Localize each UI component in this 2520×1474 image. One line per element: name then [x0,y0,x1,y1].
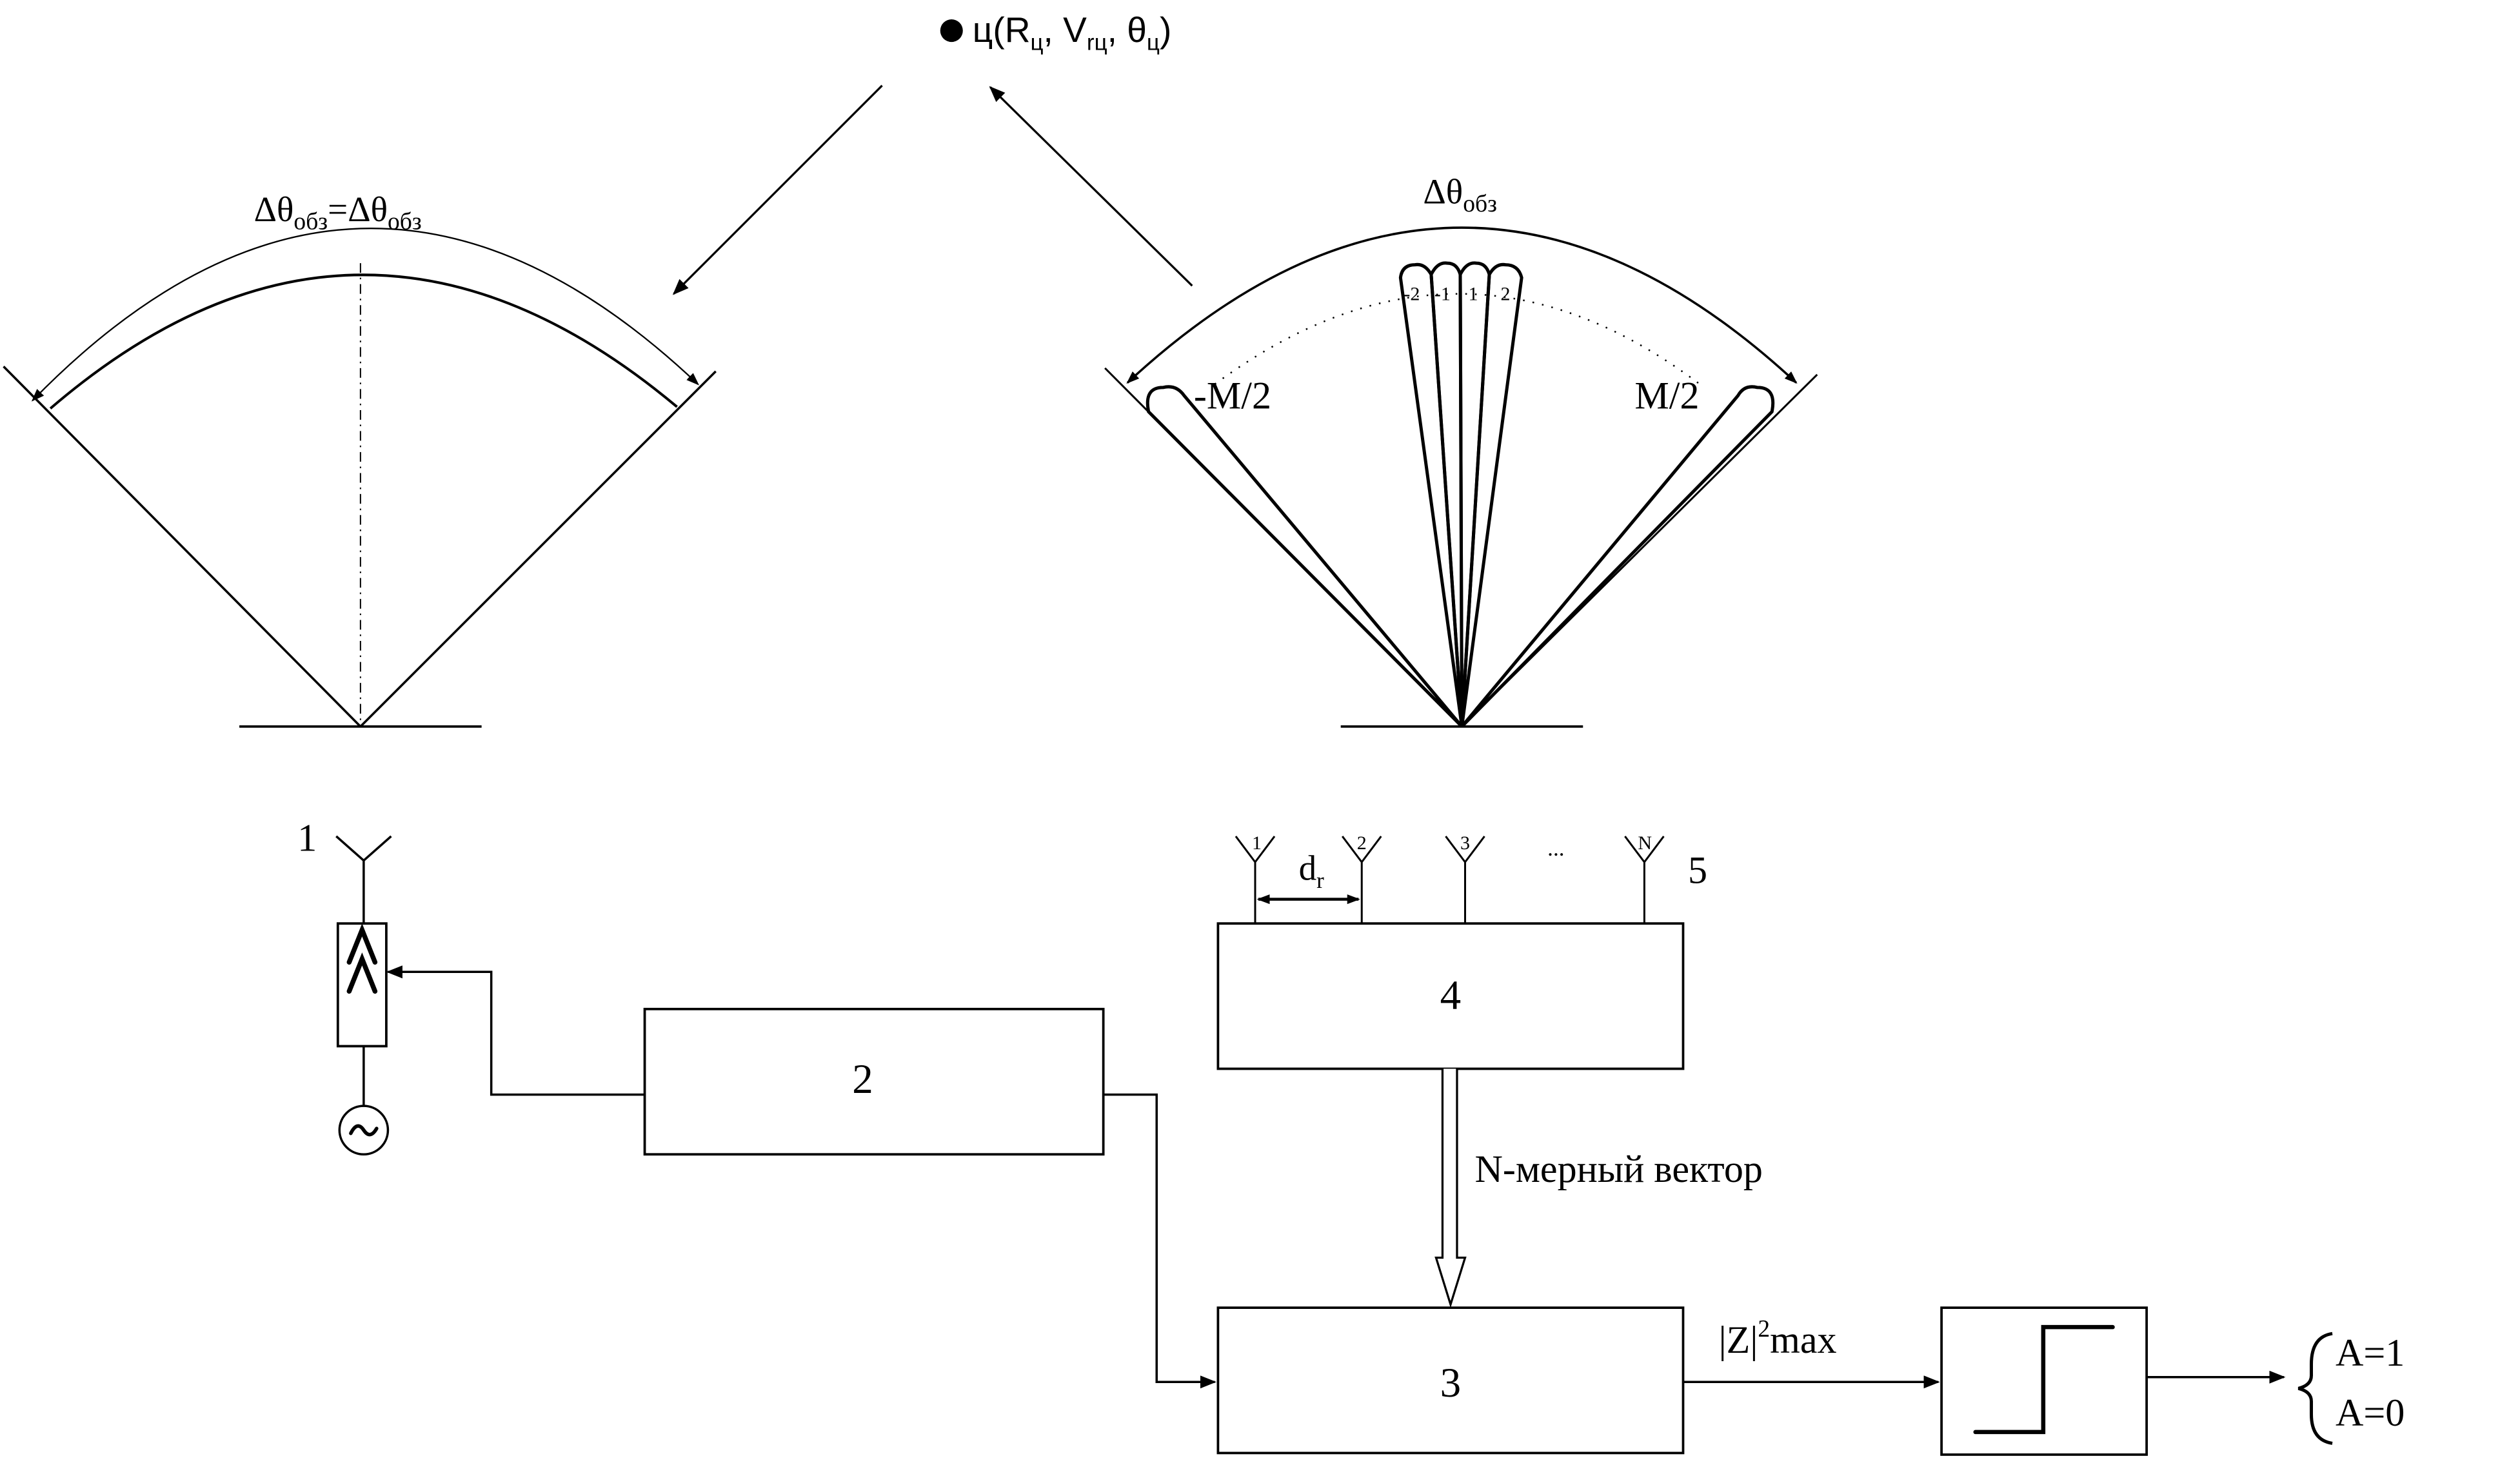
arrow-to-left-sector [672,84,883,295]
array-antenna-icon-2 [1341,836,1382,924]
target-v: V [1063,10,1087,50]
block-2: 2 [643,1008,1105,1156]
step-function-icon [1973,1324,2115,1435]
antenna-array: 1 2 3 N ... 5 dr [1235,832,1707,924]
beam-2 [1460,262,1523,727]
arrow-to-target [989,86,1193,287]
left-edge-left [3,366,362,727]
array-element-1: 1 [1252,832,1262,854]
beam-minus-1 [1429,261,1463,727]
block-3-box [1216,1306,1685,1455]
left-sector: Δθобз=Δθобз [3,190,717,728]
array-label: 5 [1688,849,1707,892]
target-theta: θ [1127,10,1147,50]
tx-antenna: 1 [297,816,392,1155]
block-4-label: 4 [1440,972,1462,1019]
array-element-2: 2 [1357,832,1367,854]
left-sector-label: Δθобз=Δθобз [254,190,422,235]
left-label-sub1: обз [293,209,328,235]
block-2-label: 2 [852,1056,873,1103]
right-span-arc [1126,226,1798,384]
sine-wave-icon [349,1124,379,1137]
target-suffix: ) [1160,10,1171,50]
wire-2-to-3 [1103,1093,1216,1389]
left-sector-arc [49,273,678,409]
target-label: ц(Rц, Vrц, θц) [973,10,1172,55]
array-antenna-icon-3 [1445,836,1485,924]
left-label-eq: = [328,190,348,229]
right-sector-label: Δθобз [1423,172,1497,217]
target-sep1: , [1044,10,1064,50]
target-point: ц(Rц, Vrц, θц) [940,10,1172,55]
spacing-label: dr [1299,849,1325,894]
z-max: max [1770,1318,1836,1361]
vector-arrow [1434,1068,1467,1308]
vector-label: N-мерный вектор [1475,1147,1763,1190]
left-label-main1: Δθ [254,190,294,229]
beam-plus-m2 [1460,385,1775,728]
edge-label-plus-m2: M/2 [1634,373,1699,417]
block-2-box [643,1008,1105,1156]
left-edge-right [359,370,717,727]
beam-label-2: 2 [1501,284,1511,305]
spacing-sub: r [1316,868,1324,893]
spacing-main: d [1299,849,1317,888]
beam-minus-2 [1398,262,1463,727]
block-3: 3 [1216,1306,1685,1455]
z-max-label: |Z|2max [1719,1316,1837,1361]
z-abs: |Z| [1719,1318,1758,1361]
edge-label-minus-m2: -M/2 [1194,373,1271,417]
right-label-main: Δθ [1423,172,1463,211]
left-span-arc [31,228,699,402]
target-sep2: , [1107,10,1127,50]
array-element-n: N [1638,832,1652,854]
block-3-label: 3 [1440,1360,1462,1406]
beam-minus-m2 [1146,385,1463,728]
target-dot-icon [940,19,963,43]
tx-antenna-label: 1 [297,816,317,860]
left-label-main2: Δθ [348,190,388,229]
target-theta-sub: ц [1147,30,1160,55]
beam-label-minus-2: -2 [1404,284,1420,305]
z-sup: 2 [1758,1316,1770,1342]
block-4-box [1216,922,1685,1070]
right-sector: Δθобз -2 -1 1 2 -M/2 M/2 [1104,172,1818,728]
array-antenna-icon-n [1624,836,1665,924]
target-r: R [1005,10,1031,50]
target-r-sub: ц [1030,30,1043,55]
output-a0: A=0 [2336,1391,2405,1434]
output-decision: A=1 A=0 [2297,1331,2405,1445]
output-a1: A=1 [2336,1331,2405,1374]
threshold-block [1940,1306,2148,1456]
wire-2-to-amplifier [386,965,645,1096]
array-antenna-icon-1 [1235,836,1276,924]
beam-label-minus-1: -1 [1434,284,1451,305]
beam-1 [1458,261,1491,727]
beam-label-1: 1 [1468,284,1478,305]
brace-icon [2297,1332,2333,1445]
array-ellipsis: ... [1547,836,1564,861]
target-prefix: ц( [973,10,1006,50]
array-element-3: 3 [1460,832,1470,854]
antenna-icon [335,835,392,924]
amplifier-block [336,922,388,1048]
right-label-sub: обз [1463,191,1497,217]
amplifier-chevrons-icon [346,923,378,994]
target-v-sub: rц [1087,30,1107,55]
block-4: 4 [1216,922,1685,1070]
